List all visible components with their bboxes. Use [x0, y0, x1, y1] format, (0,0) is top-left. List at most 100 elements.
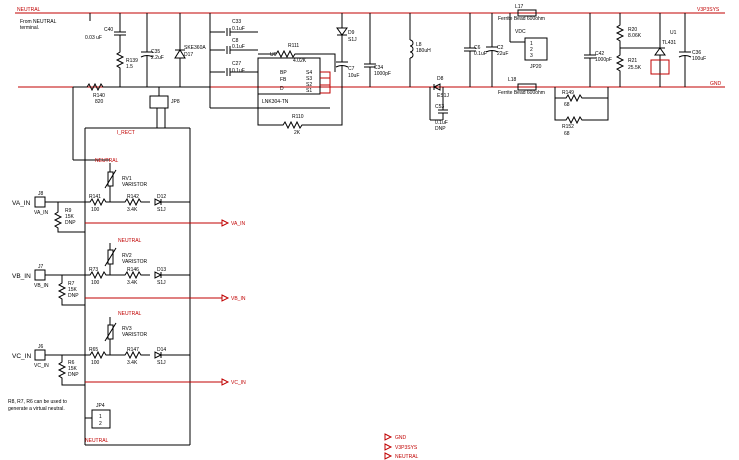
jp4-pin-2: 2 [99, 421, 102, 427]
jp20-header [524, 37, 548, 61]
d13-ref: D13 [157, 267, 166, 273]
u1-symbol [654, 47, 666, 56]
l18-bead [517, 83, 537, 91]
from-neutral-note-2: terminal. [20, 25, 39, 31]
r149-ref: R149 [562, 90, 574, 96]
l18-value: Ferrite Bead 600ohm [498, 90, 545, 96]
r152-ref: R152 [562, 124, 574, 130]
r140-ref: R140 [93, 93, 105, 99]
r6-resistor [57, 355, 85, 386]
c34-ref: C34 [374, 65, 383, 71]
r139-resistor [115, 35, 125, 87]
c53-value: 0.1uF [435, 120, 448, 126]
from-neutral-note-1: From NEUTRAL [20, 19, 57, 25]
legend-arrow-gnd [384, 433, 393, 441]
r65-ref: R65 [89, 347, 98, 353]
neutral-label-c: NEUTRAL [118, 311, 142, 317]
rv2-ref: RV2 [122, 253, 132, 259]
u6-pin-s2: S2 [306, 82, 312, 88]
u6-part: LNK304-TN [262, 99, 289, 105]
jp4-pin-1: 1 [99, 414, 102, 420]
j6-ref: J6 [38, 344, 44, 350]
c7-value: 10uF [348, 73, 359, 79]
r146-ref: R146 [127, 267, 139, 273]
rv2-value: VARISTOR [122, 259, 147, 265]
c36-plate-2 [678, 55, 692, 58]
rv1-ref: RV1 [122, 176, 132, 182]
legend-neutral: NEUTRAL [395, 454, 419, 460]
l17-value: Ferrite Bead 600ohm [498, 16, 545, 22]
d13-diode [154, 271, 163, 279]
r73-value: 100 [91, 280, 100, 286]
d17-part: SKE360A [184, 45, 206, 51]
gnd-rail-label: GND [710, 81, 722, 87]
neutral-label-a: NEUTRAL [95, 158, 119, 164]
vc-in-arrow [221, 378, 230, 386]
c40-value: 0.03 uF [85, 35, 102, 41]
r20-value: 8.06K [628, 33, 642, 39]
r6-ref: R6 [68, 360, 75, 366]
r73-r146-series [85, 270, 150, 280]
r147-ref: R147 [127, 347, 139, 353]
i-rect-label: I_RECT [117, 130, 135, 136]
r149-resistor [555, 87, 609, 103]
c33-value: 0.1uF [232, 26, 245, 32]
c42-value: 1000pF [595, 57, 612, 63]
legend-gnd: GND [395, 435, 407, 441]
r6-value: 15K [68, 366, 78, 372]
r73-ref: R73 [89, 267, 98, 273]
virtual-neutral-note-2: generate a virtual neutral. [8, 406, 65, 412]
r141-value: 100 [91, 207, 100, 213]
rv3-value: VARISTOR [122, 332, 147, 338]
l8-ref: L8 [416, 42, 422, 48]
r147-value: 3.4K [127, 360, 138, 366]
r7-ref: R7 [68, 281, 75, 287]
c6-value: 0.1uF [474, 51, 487, 57]
u6-pin-s3: S3 [306, 76, 312, 82]
r110-value: 2K [294, 130, 301, 136]
c2-value: 22uF [497, 51, 508, 57]
u6-chip [257, 57, 321, 95]
d13-value: S1J [157, 280, 166, 286]
legend-arrow-v3p3 [384, 443, 393, 451]
r7-resistor [57, 275, 85, 306]
d12-diode [154, 198, 163, 206]
r146-value: 3.4K [127, 280, 138, 286]
r140-resistor [73, 82, 210, 92]
l8-inductor [409, 39, 414, 59]
va-in-arrow [221, 219, 230, 227]
vc-in-label: VC_IN [12, 353, 31, 360]
c35-value: 2.2uF [151, 55, 164, 61]
r65-r147-series [85, 350, 150, 360]
r152-resistor [554, 98, 609, 125]
c7-plate-2 [335, 65, 349, 68]
c34-value: 1000pF [374, 71, 391, 77]
r141-r142-series [85, 197, 150, 207]
r111-value: 4.02K [293, 58, 307, 64]
r9-dnp: DNP [65, 220, 76, 226]
va-in-label: VA_IN [12, 200, 31, 207]
j7-net: VB_IN [34, 283, 49, 289]
r111-ref: R111 [288, 43, 299, 49]
j8-connector [34, 196, 46, 208]
l18-ref: L18 [508, 77, 517, 83]
c36-value: 100uF [692, 56, 706, 62]
legend-v3p3: V3P3SYS [395, 445, 418, 451]
c27-ref: C27 [232, 61, 241, 67]
r6-dnp: DNP [68, 372, 79, 378]
j7-connector [34, 269, 46, 281]
r7-value: 15K [68, 287, 78, 293]
d12-ref: D12 [157, 194, 166, 200]
j7-ref: J7 [38, 264, 44, 270]
c33-ref: C33 [232, 19, 241, 25]
d9-value: S1J [348, 37, 357, 43]
r110-ref: R110 [292, 114, 304, 120]
jp20-pin-2: 2 [530, 47, 533, 53]
jp20-ref: JP20 [530, 64, 542, 70]
c53-ref: C53 [435, 104, 444, 110]
c36-ref: C36 [692, 50, 701, 56]
rv2-slash [104, 247, 117, 267]
vb-in-arrow [221, 294, 230, 302]
l8-value: 180uH [416, 48, 431, 54]
